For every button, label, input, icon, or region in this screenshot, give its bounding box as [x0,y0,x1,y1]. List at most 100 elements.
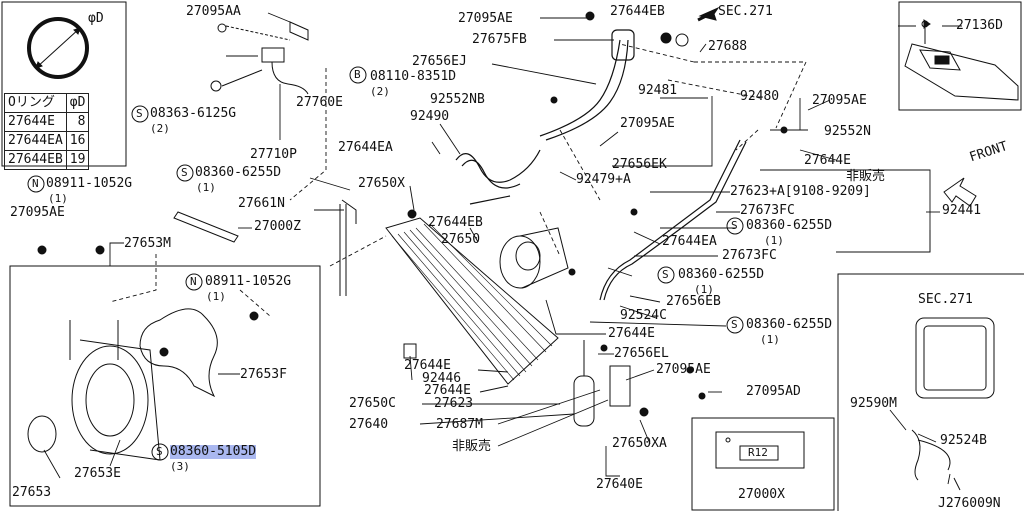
connector-27760E [210,21,309,95]
diameter-label: φD [88,11,104,26]
part-label-08360-6255D[interactable]: 08360-6255D [678,267,765,282]
callout-letter-s: S [731,219,738,232]
part-label-27710P[interactable]: 27710P [250,147,297,162]
section-ref-271[interactable]: SEC.271 [918,292,973,307]
part-label-92552NB[interactable]: 92552NB [430,92,485,107]
part-label-27673FC[interactable]: 27673FC [722,248,777,263]
qty-label: (1) [206,290,226,303]
section-ref-271[interactable]: SEC.271 [718,4,773,19]
part-label-92524C[interactable]: 92524C [620,308,667,323]
part-label-27136D[interactable]: 27136D [956,18,1003,33]
part-label-27095AD[interactable]: 27095AD [746,384,801,399]
part-label-27650XA[interactable]: 27650XA [612,436,667,451]
table-cell: 27644E [4,112,67,132]
table-cell: 27644EB [4,150,67,170]
part-label-92446[interactable]: 92446 [422,371,462,386]
part-label-92441[interactable]: 92441 [942,203,982,218]
table-row: 27644EB 19 [4,150,90,170]
hoses [455,29,747,301]
part-label-27644E[interactable]: 27644E [404,358,451,373]
part-label-08360-5105D[interactable]: 08360-5105D [170,444,257,459]
part-label-92479A[interactable]: 92479+A [576,172,631,187]
part-label-27644E[interactable]: 27644E [608,326,655,341]
part-label-27644EB[interactable]: 27644EB [428,215,483,230]
part-label-27656EJ[interactable]: 27656EJ [412,54,467,69]
part-label-27640E[interactable]: 27640E [596,477,643,492]
table-cell: 19 [65,150,90,170]
part-label-27656EL[interactable]: 27656EL [614,346,669,361]
part-label-08360-6255D[interactable]: 08360-6255D [746,317,833,332]
r12-sticker-text: R12 [748,446,768,459]
part-label-27623[interactable]: 27623 [434,396,474,411]
table-cell: 16 [65,131,90,151]
part-label-27656EB[interactable]: 27656EB [666,294,721,309]
callout-letter-n: N [190,275,197,288]
part-label-92481[interactable]: 92481 [638,83,678,98]
callout-letter-s: S [662,268,669,281]
qty-label: (2) [150,122,170,135]
part-label-92524B[interactable]: 92524B [940,433,987,448]
callout-letter-s: S [136,107,143,120]
leader-lines [43,12,962,485]
arrows [697,6,977,207]
mount-bars [173,199,357,296]
part-label-92490[interactable]: 92490 [410,109,450,124]
table-row: 27644E 8 [4,112,90,132]
part-label-08911-1052G[interactable]: 08911-1052G [205,274,292,289]
qty-label: (3) [170,460,190,473]
part-label-08911-1052G[interactable]: 08911-1052G [46,176,133,191]
part-label-27095AA[interactable]: 27095AA [186,4,241,19]
table-header-cell: Oリング [4,93,67,113]
part-label-27687M[interactable]: 27687M [436,417,483,432]
qty-label: (1) [48,192,68,205]
table-row: 27644EA 16 [4,131,90,151]
part-label-92552N[interactable]: 92552N [824,124,871,139]
table-cell: 27644EA [4,131,67,151]
oring-table: Oリング φD 27644E 8 27644EA 16 27644EB 19 [4,93,90,170]
part-label-27095AE[interactable]: 27095AE [812,93,867,108]
part-label-92590M[interactable]: 92590M [850,396,897,411]
part-label-27640[interactable]: 27640 [349,417,389,432]
part-label-27673FC[interactable]: 27673FC [740,203,795,218]
part-label-27000X[interactable]: 27000X [738,487,785,502]
bracket-inset [898,1,1022,111]
table-header-cell: φD [65,93,90,113]
part-label-27653F[interactable]: 27653F [240,367,287,382]
part-label-92480[interactable]: 92480 [740,89,780,104]
dashed-guides [109,43,807,317]
part-label-27661N[interactable]: 27661N [238,196,285,211]
qty-label: (2) [370,85,390,98]
part-label-27650[interactable]: 27650 [441,232,481,247]
part-label-27653[interactable]: 27653 [12,485,52,500]
part-label-27650C[interactable]: 27650C [349,396,396,411]
part-label-08110-8351D[interactable]: 08110-8351D [370,69,457,84]
table-cell: 8 [65,112,90,132]
part-label-27656EK[interactable]: 27656EK [612,157,667,172]
qty-label: (1) [760,333,780,346]
callout-letter-s: S [731,318,738,331]
part-label-27623A[interactable]: 27623+A[9108-9209] [730,184,871,199]
part-label-27653E[interactable]: 27653E [74,466,121,481]
part-label-27760E[interactable]: 27760E [296,95,343,110]
part-label-27688[interactable]: 27688 [708,39,748,54]
part-label-27644E[interactable]: 27644E [424,383,471,398]
part-label-08360-6255D[interactable]: 08360-6255D [746,218,833,233]
part-label-27095AE[interactable]: 27095AE [458,11,513,26]
part-label-27644E[interactable]: 27644E [804,153,851,168]
part-label-08360-6255D[interactable]: 08360-6255D [195,165,282,180]
part-label-27644EA[interactable]: 27644EA [338,140,393,155]
callout-letter-n: N [32,177,39,190]
part-label-08363[interactable]: 08363-6125G [150,106,237,121]
part-label-27644EA[interactable]: 27644EA [662,234,717,249]
callout-letter-b: B [354,68,361,81]
part-label-27650X[interactable]: 27650X [358,176,405,191]
part-label-27675FB[interactable]: 27675FB [472,32,527,47]
part-label-27653M[interactable]: 27653M [124,236,171,251]
part-label-27000Z[interactable]: 27000Z [254,219,301,234]
part-label-27644EB[interactable]: 27644EB [610,4,665,19]
part-label-27095AE[interactable]: 27095AE [620,116,675,131]
part-label-27095AE[interactable]: 27095AE [10,205,65,220]
part-label-27095AE[interactable]: 27095AE [656,362,711,377]
fasteners [37,11,788,417]
condenser [385,217,559,385]
